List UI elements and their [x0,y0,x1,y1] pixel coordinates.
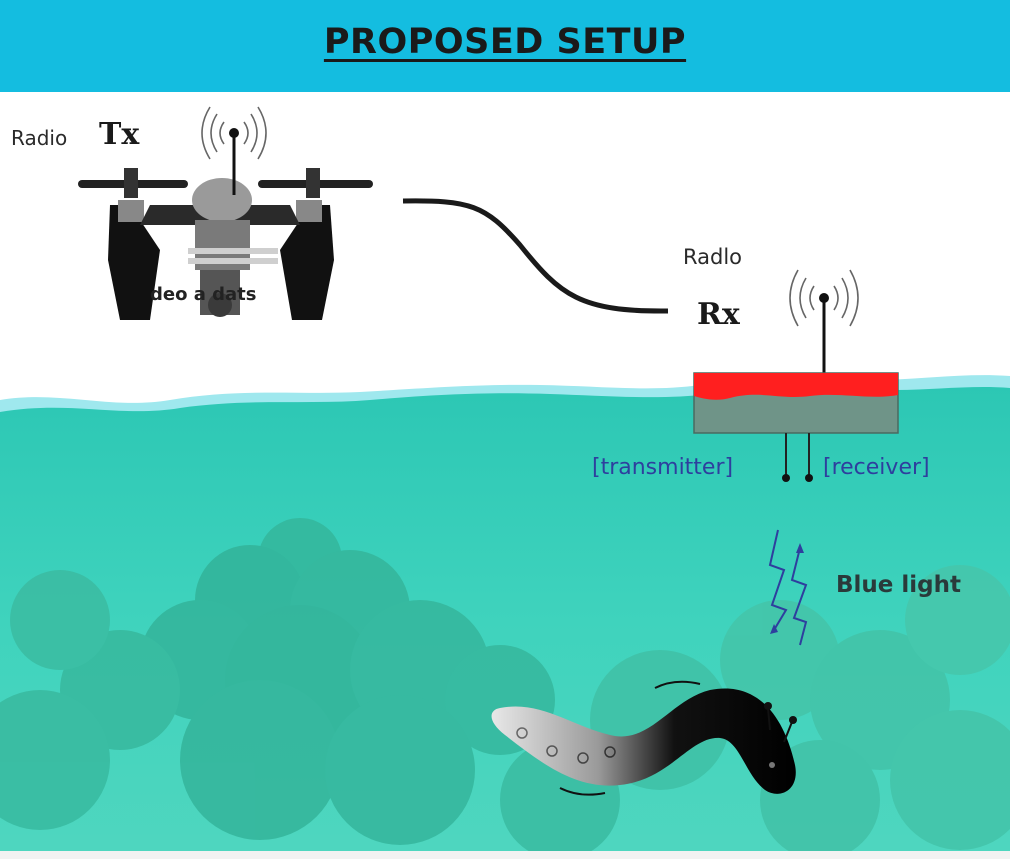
lightning-icon [768,529,808,646]
receiver-node [805,474,813,482]
transmitter-node [782,474,790,482]
radio-tx-label: Radio [11,126,68,150]
tx-label: Tx [99,117,140,152]
radio-link-line [402,198,669,314]
transmitter-label: [transmitter] [592,455,734,480]
receiver-antenna [819,293,829,378]
antenna-signal-icon [789,269,859,327]
rx-label: Rx [697,297,740,332]
video-data-label: deo a dats [150,284,257,305]
radio-rx-label: Radlo [683,245,743,269]
lightning-arrow-up [796,543,804,553]
header-bar: PROPOSED SETUP [0,0,1010,92]
page-title: PROPOSED SETUP [323,22,687,62]
antenna-signal-icon [201,106,267,160]
robot-eel-icon [491,680,797,796]
coral-icon [0,518,1010,859]
buoy-box [693,372,899,434]
drone-icon [78,128,373,320]
receiver-label: [receiver] [823,455,930,480]
bottom-edge [0,851,1010,859]
blue-light-label: Blue light [836,572,961,598]
lightning-arrow-down [770,624,778,634]
